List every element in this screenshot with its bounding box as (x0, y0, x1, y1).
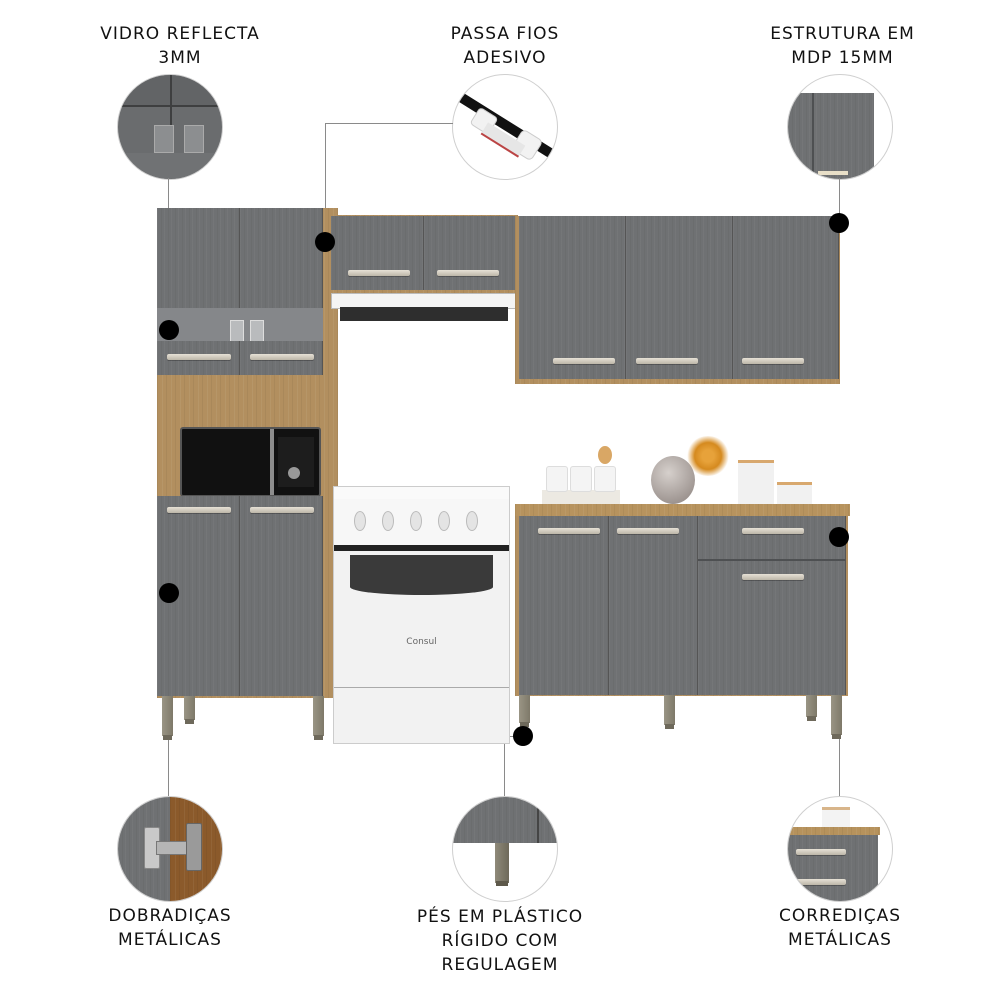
handle (742, 574, 804, 580)
handle (348, 270, 410, 276)
base-door-3[interactable] (698, 561, 846, 695)
canister (777, 482, 812, 507)
canister (738, 460, 774, 508)
feature-label-passa-fios: PASSA FIOS ADESIVO (400, 22, 610, 70)
connector-line (325, 123, 326, 241)
mdp-panel-detail-icon (787, 74, 893, 180)
handle (167, 354, 231, 360)
leg (664, 695, 675, 729)
connector-line (325, 123, 453, 124)
marker-dot-cable[interactable] (315, 232, 335, 252)
handle (167, 507, 231, 513)
tall-cabinet-upper-door-left[interactable] (157, 208, 240, 308)
label-line: METÁLICAS (118, 930, 222, 950)
label-line: ADESIVO (463, 48, 547, 68)
handle (538, 528, 600, 534)
feature-label-estrutura: ESTRUTURA EM MDP 15MM (735, 22, 950, 70)
handle (437, 270, 499, 276)
flowers (686, 436, 730, 476)
marker-dot-hinge[interactable] (159, 583, 179, 603)
handle (636, 358, 698, 364)
handle (617, 528, 679, 534)
right-upper-door-3[interactable] (733, 216, 839, 379)
label-line: CORREDIÇAS (778, 906, 901, 926)
leg (162, 696, 173, 740)
handle (250, 354, 314, 360)
leg (519, 695, 530, 727)
leg (831, 695, 842, 739)
label-line: VIDRO REFLECTA (100, 24, 260, 44)
upper-cabinet-door-right[interactable] (424, 216, 516, 290)
utensil-holder (542, 490, 620, 504)
marker-dot-slide[interactable] (829, 527, 849, 547)
base-door-2[interactable] (609, 516, 698, 695)
leg-detail-icon (452, 796, 558, 902)
leg (184, 696, 195, 724)
cable-clip-detail-icon (452, 74, 558, 180)
base-door-1[interactable] (519, 516, 609, 695)
label-line: 3MM (158, 48, 202, 68)
label-line: MDP 15MM (791, 48, 894, 68)
microwave (180, 427, 321, 497)
right-upper-door-2[interactable] (626, 216, 733, 379)
upper-cabinet-door-left[interactable] (331, 216, 424, 290)
right-upper-door-1[interactable] (519, 216, 626, 379)
feature-label-dobradicas: DOBRADIÇAS METÁLICAS (80, 904, 260, 952)
feature-label-corredicas: CORREDIÇAS METÁLICAS (750, 904, 930, 952)
marker-dot-leg[interactable] (513, 726, 533, 746)
label-line: PASSA FIOS (450, 24, 560, 44)
tall-cabinet-upper-door-right[interactable] (240, 208, 323, 308)
label-line: METÁLICAS (788, 930, 892, 950)
marker-dot-mdp[interactable] (829, 213, 849, 233)
connector-line (504, 736, 505, 796)
handle (742, 358, 804, 364)
feature-label-pes: PÉS EM PLÁSTICO RÍGIDO COM REGULAGEM (400, 905, 600, 977)
countertop (515, 504, 850, 516)
stove-brand-label: Consul (406, 637, 437, 647)
drawer-slide-detail-icon (787, 796, 893, 902)
tall-cabinet-lower-door-right[interactable] (240, 496, 323, 696)
base-drawer[interactable] (698, 516, 846, 561)
glass-shelf-detail-icon (117, 74, 223, 180)
label-line: DOBRADIÇAS (108, 906, 232, 926)
feature-label-vidro: VIDRO REFLECTA 3MM (70, 22, 290, 70)
label-line: ESTRUTURA EM (770, 24, 915, 44)
connector-line (839, 178, 840, 223)
stove: Consul (333, 486, 510, 744)
label-line: PÉS EM PLÁSTICO (416, 907, 584, 927)
hinge-detail-icon (117, 796, 223, 902)
handle (553, 358, 615, 364)
handle (742, 528, 804, 534)
label-line: RÍGIDO COM (441, 931, 559, 951)
label-line: REGULAGEM (441, 955, 559, 975)
marker-dot-glass[interactable] (159, 320, 179, 340)
leg (806, 695, 817, 721)
handle (250, 507, 314, 513)
leg (313, 696, 324, 740)
connector-line (504, 736, 520, 737)
